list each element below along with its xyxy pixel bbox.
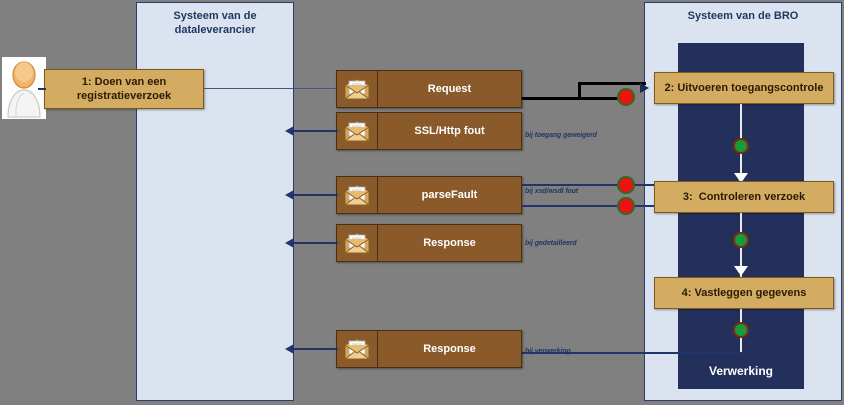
connector-response-detail-to-lane xyxy=(292,242,338,244)
connector-request-elbow xyxy=(578,82,581,100)
message-response-final[interactable]: Response xyxy=(336,330,522,368)
arrow-down-to-task4 xyxy=(734,266,748,276)
task-2-uitvoeren-toegangscontrole[interactable]: 2: Uitvoeren toegangscontrole xyxy=(654,72,834,104)
arrow-down-to-task3 xyxy=(734,173,748,183)
message-response-detail-label: Response xyxy=(423,237,476,249)
envelope-icon xyxy=(337,331,378,367)
message-parsefault-label: parseFault xyxy=(421,189,478,201)
message-parsefault[interactable]: parseFault xyxy=(336,176,522,214)
message-response-detail[interactable]: Response xyxy=(336,224,522,262)
connector-response-final-to-lane xyxy=(292,348,338,350)
condition-label-toegang-geweigerd: bij toegang geweigerd xyxy=(525,132,597,139)
processing-band-label: Verwerking xyxy=(708,364,774,378)
flow-task3-task4 xyxy=(740,213,742,283)
task-1-doen-registratieverzoek[interactable]: 1: Doen van een registratieverzoek xyxy=(44,69,204,109)
green-intermediate-event-1[interactable] xyxy=(733,138,749,154)
lane-dataleverancier xyxy=(136,2,294,401)
message-response-final-label: Response xyxy=(423,343,476,355)
lane-bro-title: Systeem van de BRO xyxy=(687,10,799,22)
connector-request-to-access xyxy=(522,97,618,100)
arrow-into-lane-ssl xyxy=(285,126,294,136)
green-intermediate-event-3[interactable] xyxy=(733,322,749,338)
connector-parsefault-from-task3 xyxy=(522,184,654,186)
connector-response-detail-from-task3 xyxy=(522,205,612,207)
lane-dataleverancier-title: Systeem van de dataleverancier xyxy=(173,10,257,36)
envelope-icon xyxy=(337,71,378,107)
task-3-controleren-verzoek[interactable]: 3: Controleren verzoek xyxy=(654,181,834,213)
arrow-into-lane-response-detail xyxy=(285,238,294,248)
condition-label-verwerking: bij verwerking xyxy=(525,348,571,355)
arrow-into-lane-response-final xyxy=(285,344,294,354)
connector-ssl-to-lane xyxy=(292,130,338,132)
condition-label-gedetailleerd: bij gedetailleerd xyxy=(525,240,577,247)
connector-request-top xyxy=(578,82,646,85)
actor-person-icon xyxy=(7,61,41,118)
envelope-icon xyxy=(337,225,378,261)
green-intermediate-event-2[interactable] xyxy=(733,232,749,248)
connector-parsefault-to-lane xyxy=(292,194,338,196)
envelope-icon xyxy=(337,177,378,213)
arrow-into-task2 xyxy=(640,83,649,93)
message-request-label: Request xyxy=(427,83,472,95)
connector-task4-to-response xyxy=(522,352,742,354)
message-ssl-http-fout[interactable]: SSL/Http fout xyxy=(336,112,522,150)
arrow-into-lane-parsefault xyxy=(285,190,294,200)
condition-label-xsd-wsdl-fout: bij xsd/wsdl fout xyxy=(525,188,579,195)
envelope-icon xyxy=(337,113,378,149)
connector-actor-task1 xyxy=(38,88,46,90)
message-request[interactable]: Request xyxy=(336,70,522,108)
message-ssl-http-fout-label: SSL/Http fout xyxy=(414,125,485,137)
connector-task1-request xyxy=(204,88,336,89)
red-error-event-2[interactable] xyxy=(617,176,635,194)
red-error-event-1[interactable] xyxy=(617,88,635,106)
red-error-event-3[interactable] xyxy=(617,197,635,215)
task-4-vastleggen-gegevens[interactable]: 4: Vastleggen gegevens xyxy=(654,277,834,309)
